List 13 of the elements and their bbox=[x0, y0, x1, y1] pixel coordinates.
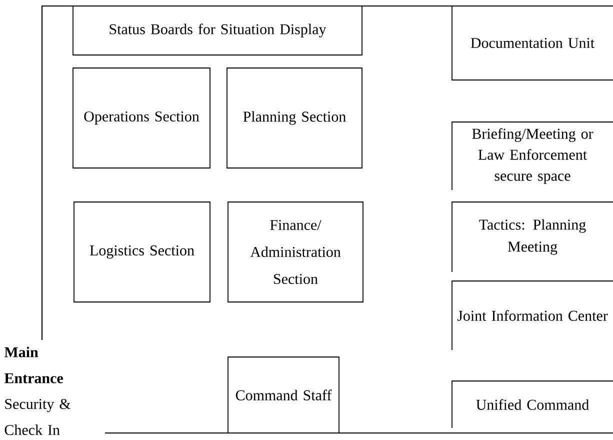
entrance-label: Security & Check In bbox=[4, 398, 71, 436]
room-box: Logistics Section bbox=[74, 202, 210, 302]
room-box: Operations Section bbox=[72, 68, 210, 168]
entrance-label: Main Entrance bbox=[4, 346, 63, 384]
room-box: Unified Command bbox=[452, 380, 613, 428]
room-box: Documentation Unit bbox=[452, 6, 613, 80]
room-box: Briefing/Meeting or Law Enforcement secure space bbox=[452, 122, 613, 190]
room-box: Joint Information Center bbox=[452, 280, 613, 350]
room-box: Command Staff bbox=[228, 356, 340, 434]
room-box: Planning Section bbox=[226, 68, 362, 168]
room-box: Finance/ Administration Section bbox=[228, 202, 364, 302]
room-box: Status Boards for Situation Display bbox=[72, 6, 362, 56]
room-box: Tactics: Planning Meeting bbox=[452, 202, 613, 272]
